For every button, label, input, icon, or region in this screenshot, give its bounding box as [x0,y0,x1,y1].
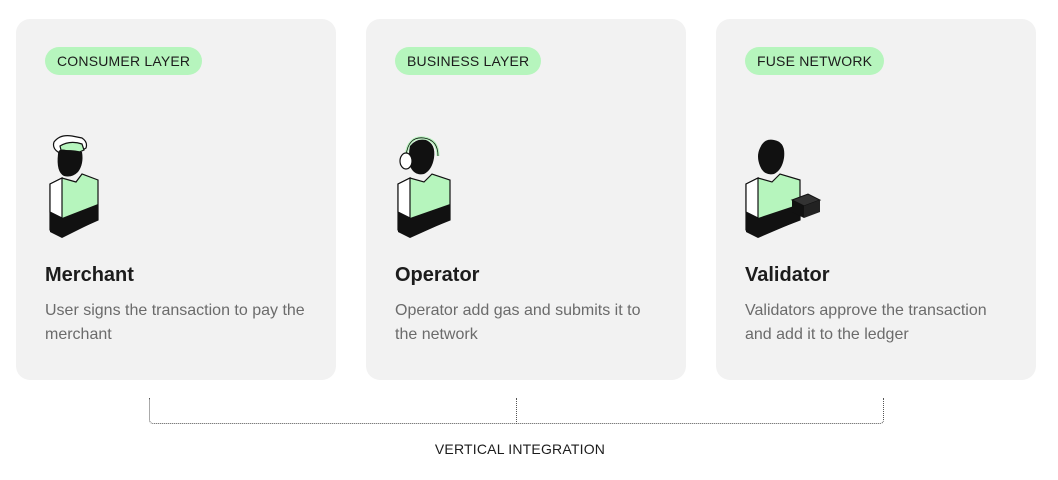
card-title: Operator [395,264,480,286]
card-description: User signs the transaction to pay the me… [45,302,305,343]
card-description: Validators approve the transaction and a… [745,302,987,343]
layer-badge: BUSINESS LAYER [395,47,542,75]
card-validator: FUSE NETWORK Validator Validators approv… [716,19,1036,380]
card-merchant: CONSUMER LAYER Merchant User signs the t… [16,19,336,380]
operator-person-with-headset-icon [392,134,492,249]
card-operator: BUSINESS LAYER Operator Operator add gas… [366,19,686,380]
vertical-integration-label: VERTICAL INTEGRATION [434,441,606,457]
card-description: Operator add gas and submits it to the n… [395,302,641,343]
validator-person-with-block-icon [742,134,842,249]
bracket-center-tick [516,398,517,424]
layer-badge: FUSE NETWORK [745,47,885,75]
layer-badge: CONSUMER LAYER [45,47,203,75]
card-title: Validator [745,264,830,286]
card-title: Merchant [45,264,134,286]
merchant-person-with-cap-icon [42,134,142,249]
